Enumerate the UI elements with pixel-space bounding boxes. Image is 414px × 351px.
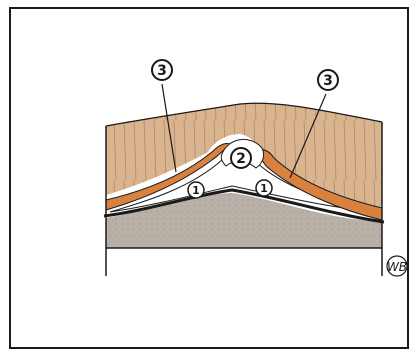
callout-3-left-label: 3 [157,63,167,79]
callout-1-left-label: 1 [192,184,200,197]
callout-1-left: 1 [188,182,204,198]
callout-3-right: 3 [318,70,338,90]
callout-1-right-label: 1 [260,182,268,195]
signature-text: WB [387,260,407,274]
callout-3-left: 3 [152,60,172,80]
callout-1-right: 1 [256,180,272,196]
callout-2-label: 2 [236,151,246,167]
callout-3-right-label: 3 [323,73,333,89]
callout-2: 2 [231,148,251,168]
signature: WB [387,256,407,276]
